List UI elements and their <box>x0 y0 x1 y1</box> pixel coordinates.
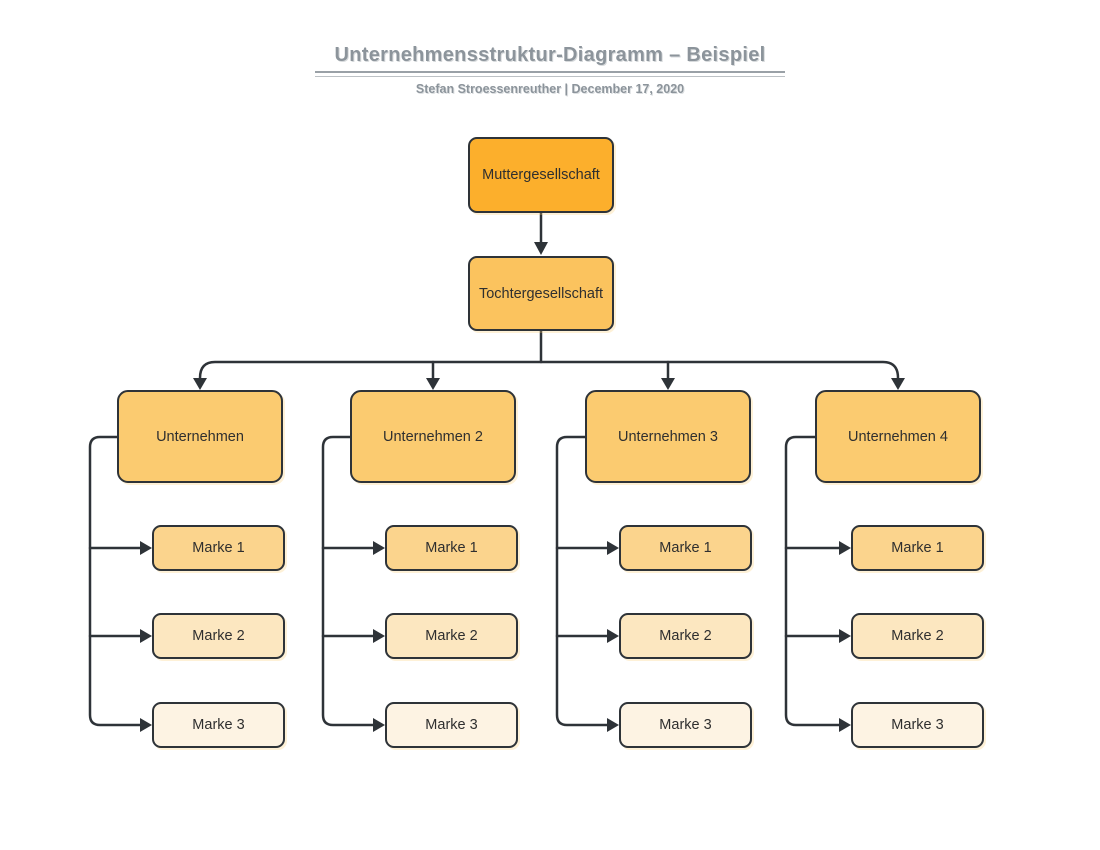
title-underline <box>315 71 785 77</box>
node-unternehmen-3-marke-1[interactable]: Marke 1 <box>619 525 752 571</box>
diagram-subtitle: Stefan Stroessenreuther | December 17, 2… <box>415 82 685 96</box>
node-unternehmen-4[interactable]: Unternehmen 4 <box>815 390 981 483</box>
node-unternehmen-3-marke-2[interactable]: Marke 2 <box>619 613 752 659</box>
node-unternehmen-3-marke-3[interactable]: Marke 3 <box>619 702 752 748</box>
node-unternehmen-1[interactable]: Unternehmen <box>117 390 283 483</box>
edge-subsidiary-to-companies <box>193 329 905 390</box>
edge-company2-to-brands <box>321 435 385 732</box>
node-unternehmen-4-marke-3[interactable]: Marke 3 <box>851 702 984 748</box>
node-unternehmen-4-marke-2[interactable]: Marke 2 <box>851 613 984 659</box>
node-unternehmen-1-marke-2[interactable]: Marke 2 <box>152 613 285 659</box>
edge-company4-to-brands <box>784 435 851 732</box>
node-unternehmen-1-marke-3[interactable]: Marke 3 <box>152 702 285 748</box>
node-unternehmen-2-marke-3[interactable]: Marke 3 <box>385 702 518 748</box>
node-unternehmen-4-marke-1[interactable]: Marke 1 <box>851 525 984 571</box>
node-unternehmen-2-marke-2[interactable]: Marke 2 <box>385 613 518 659</box>
edge-root-to-subsidiary <box>534 211 548 255</box>
edge-company1-to-brands <box>88 435 152 732</box>
diagram-title: Unternehmensstruktur-Diagramm – Beispiel <box>334 44 766 66</box>
edge-company3-to-brands <box>555 435 619 732</box>
node-unternehmen-2-marke-1[interactable]: Marke 1 <box>385 525 518 571</box>
node-tochtergesellschaft[interactable]: Tochtergesellschaft <box>468 256 614 331</box>
node-unternehmen-1-marke-1[interactable]: Marke 1 <box>152 525 285 571</box>
node-unternehmen-2[interactable]: Unternehmen 2 <box>350 390 516 483</box>
node-unternehmen-3[interactable]: Unternehmen 3 <box>585 390 751 483</box>
node-muttergesellschaft[interactable]: Muttergesellschaft <box>468 137 614 213</box>
diagram-header: Unternehmensstruktur-Diagramm – Beispiel… <box>0 44 1100 96</box>
